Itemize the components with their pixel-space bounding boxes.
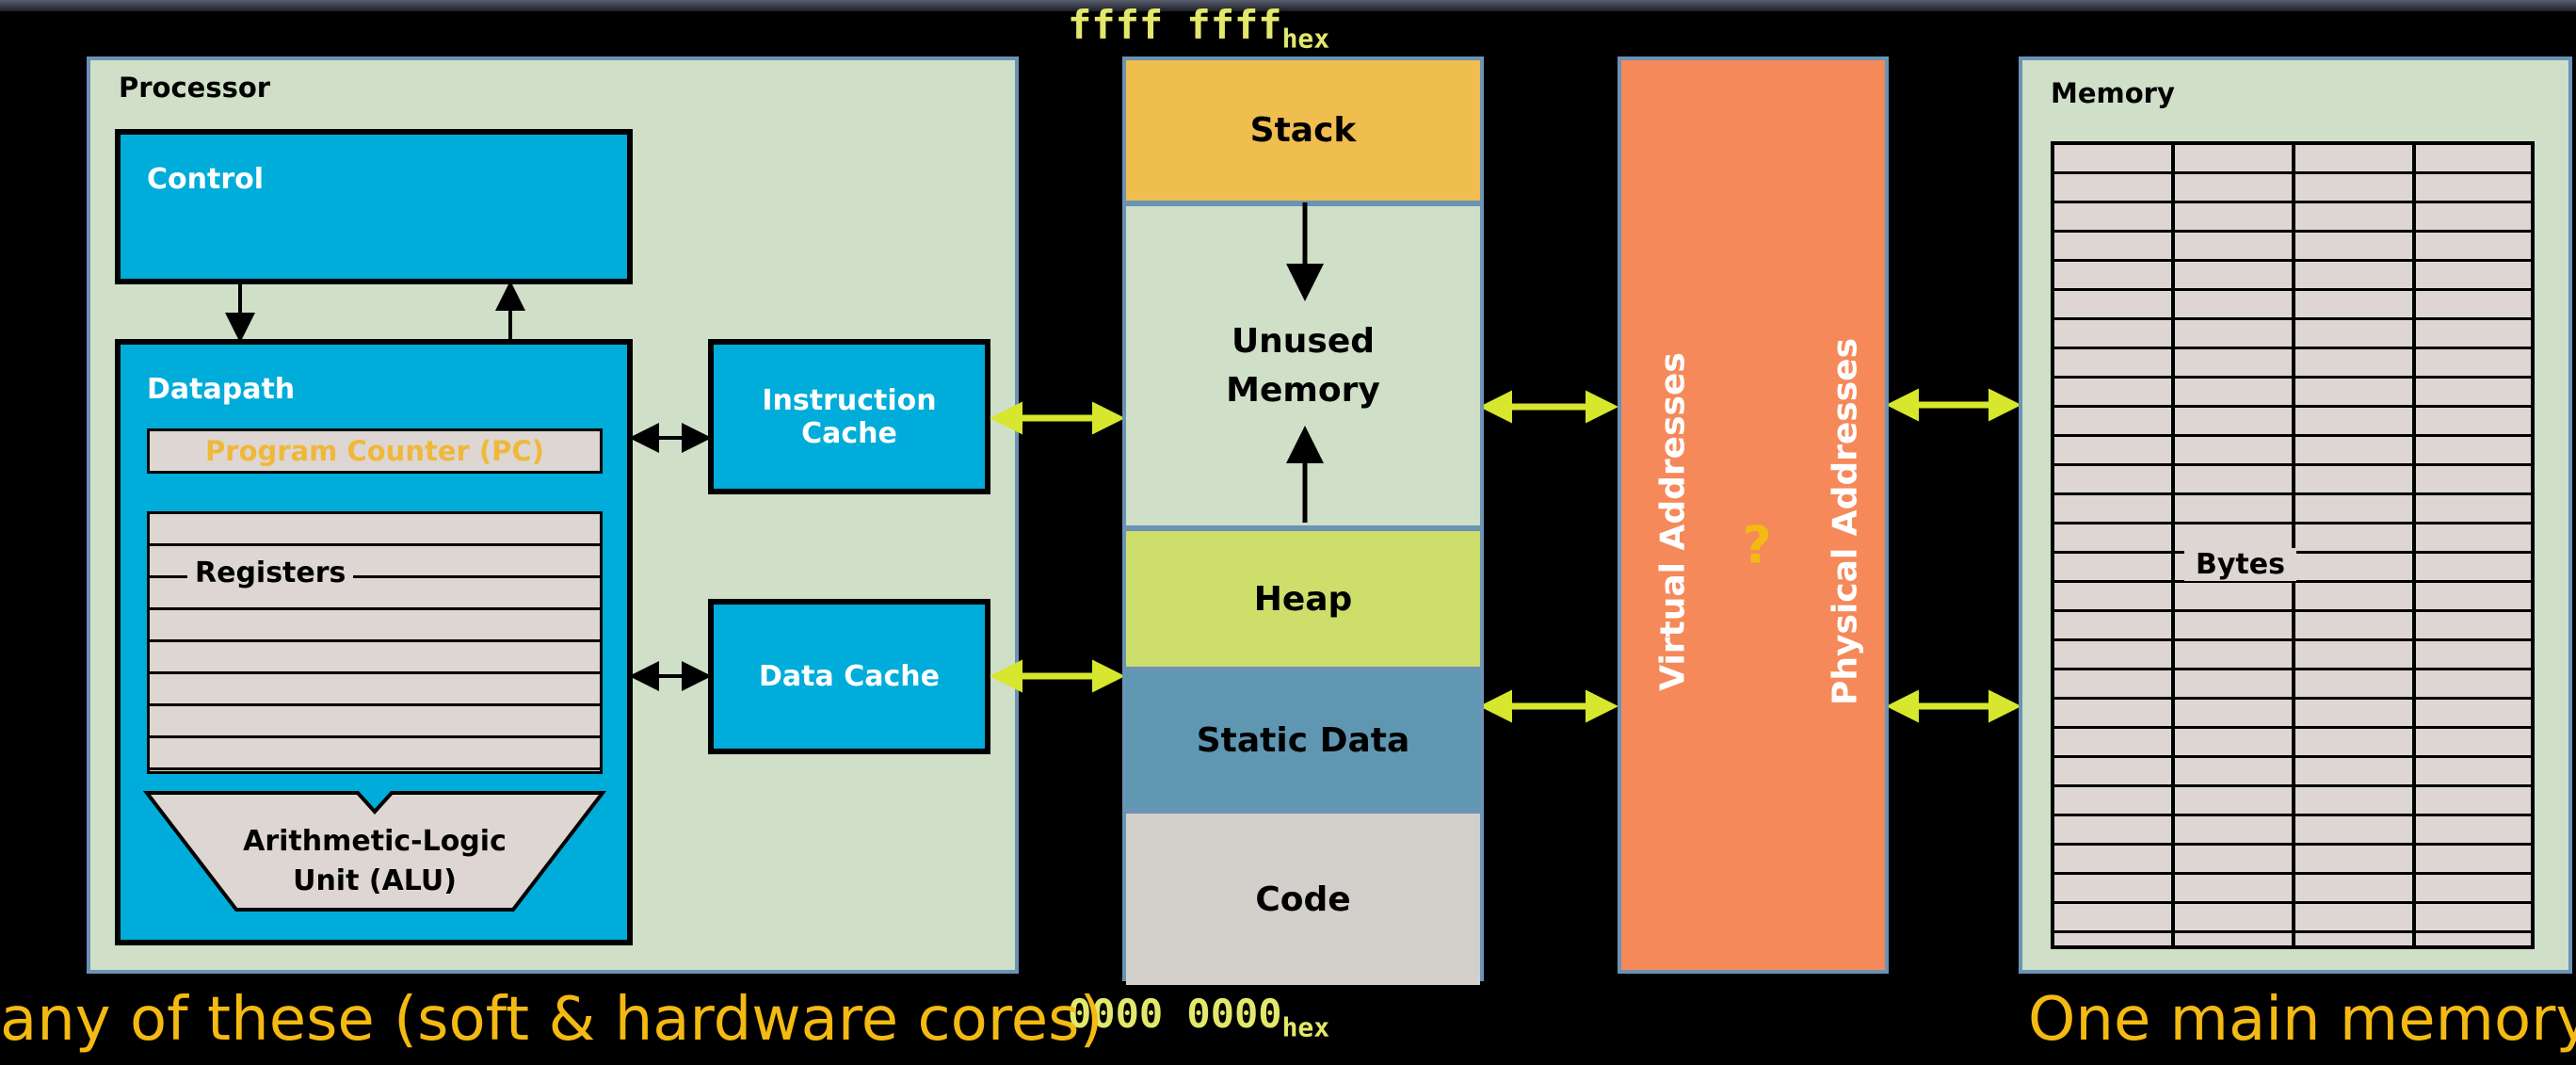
top-address: ffff ffffhex bbox=[1068, 2, 1329, 54]
bytes-label: Bytes bbox=[2184, 548, 2296, 581]
segment-unused-label: Unused Memory bbox=[1226, 321, 1380, 410]
data-cache-label: Data Cache bbox=[759, 660, 940, 693]
virtual-addresses-label: Virtual Addresses bbox=[1653, 352, 1693, 691]
alu-label-line1: Arithmetic-Logic bbox=[243, 825, 507, 858]
bottom-address-value: 0000 0000 bbox=[1068, 991, 1282, 1037]
caption-right: One main memory bbox=[2028, 985, 2576, 1055]
memory-bytes-grid: Bytes bbox=[2051, 141, 2535, 949]
data-cache: Data Cache bbox=[708, 599, 990, 754]
segment-heap-label: Heap bbox=[1253, 579, 1353, 619]
top-bar bbox=[0, 0, 2576, 11]
instruction-cache-label: Instruction Cache bbox=[762, 383, 937, 450]
alu-label-line2: Unit (ALU) bbox=[293, 864, 457, 897]
registers-label: Registers bbox=[187, 557, 354, 589]
memory-title: Memory bbox=[2051, 77, 2175, 109]
unknown-mark: ? bbox=[1742, 515, 1772, 575]
program-counter: Program Counter (PC) bbox=[147, 428, 603, 474]
registers: Registers bbox=[147, 511, 603, 774]
physical-addresses-label: Physical Addresses bbox=[1826, 337, 1865, 706]
caption-left: any of these (soft & hardware cores) bbox=[0, 985, 1103, 1055]
segment-code: Code bbox=[1126, 814, 1480, 985]
instruction-cache: Instruction Cache bbox=[708, 339, 990, 494]
control-label: Control bbox=[147, 163, 265, 196]
alu-shape bbox=[142, 791, 607, 912]
control-block: Control bbox=[115, 129, 633, 284]
memory-panel: Memory Bytes bbox=[2019, 56, 2572, 974]
datapath-label: Datapath bbox=[147, 373, 296, 406]
segment-static-label: Static Data bbox=[1196, 720, 1410, 760]
processor-title: Processor bbox=[119, 72, 271, 104]
translation-box: Virtual Addresses ? Physical Addresses bbox=[1618, 56, 1889, 974]
bottom-address-subscript: hex bbox=[1281, 1011, 1330, 1043]
top-address-value: ffff ffff bbox=[1068, 2, 1282, 48]
segment-stack-label: Stack bbox=[1249, 111, 1357, 150]
top-address-subscript: hex bbox=[1281, 23, 1330, 55]
segment-static: Static Data bbox=[1126, 672, 1480, 814]
alu-label: Arithmetic-Logic Unit (ALU) bbox=[236, 819, 513, 904]
segment-stack: Stack bbox=[1126, 60, 1480, 206]
segment-code-label: Code bbox=[1255, 879, 1351, 919]
segment-heap: Heap bbox=[1126, 531, 1480, 672]
bottom-address: 0000 0000hex bbox=[1068, 991, 1329, 1042]
program-counter-label: Program Counter (PC) bbox=[205, 435, 544, 467]
